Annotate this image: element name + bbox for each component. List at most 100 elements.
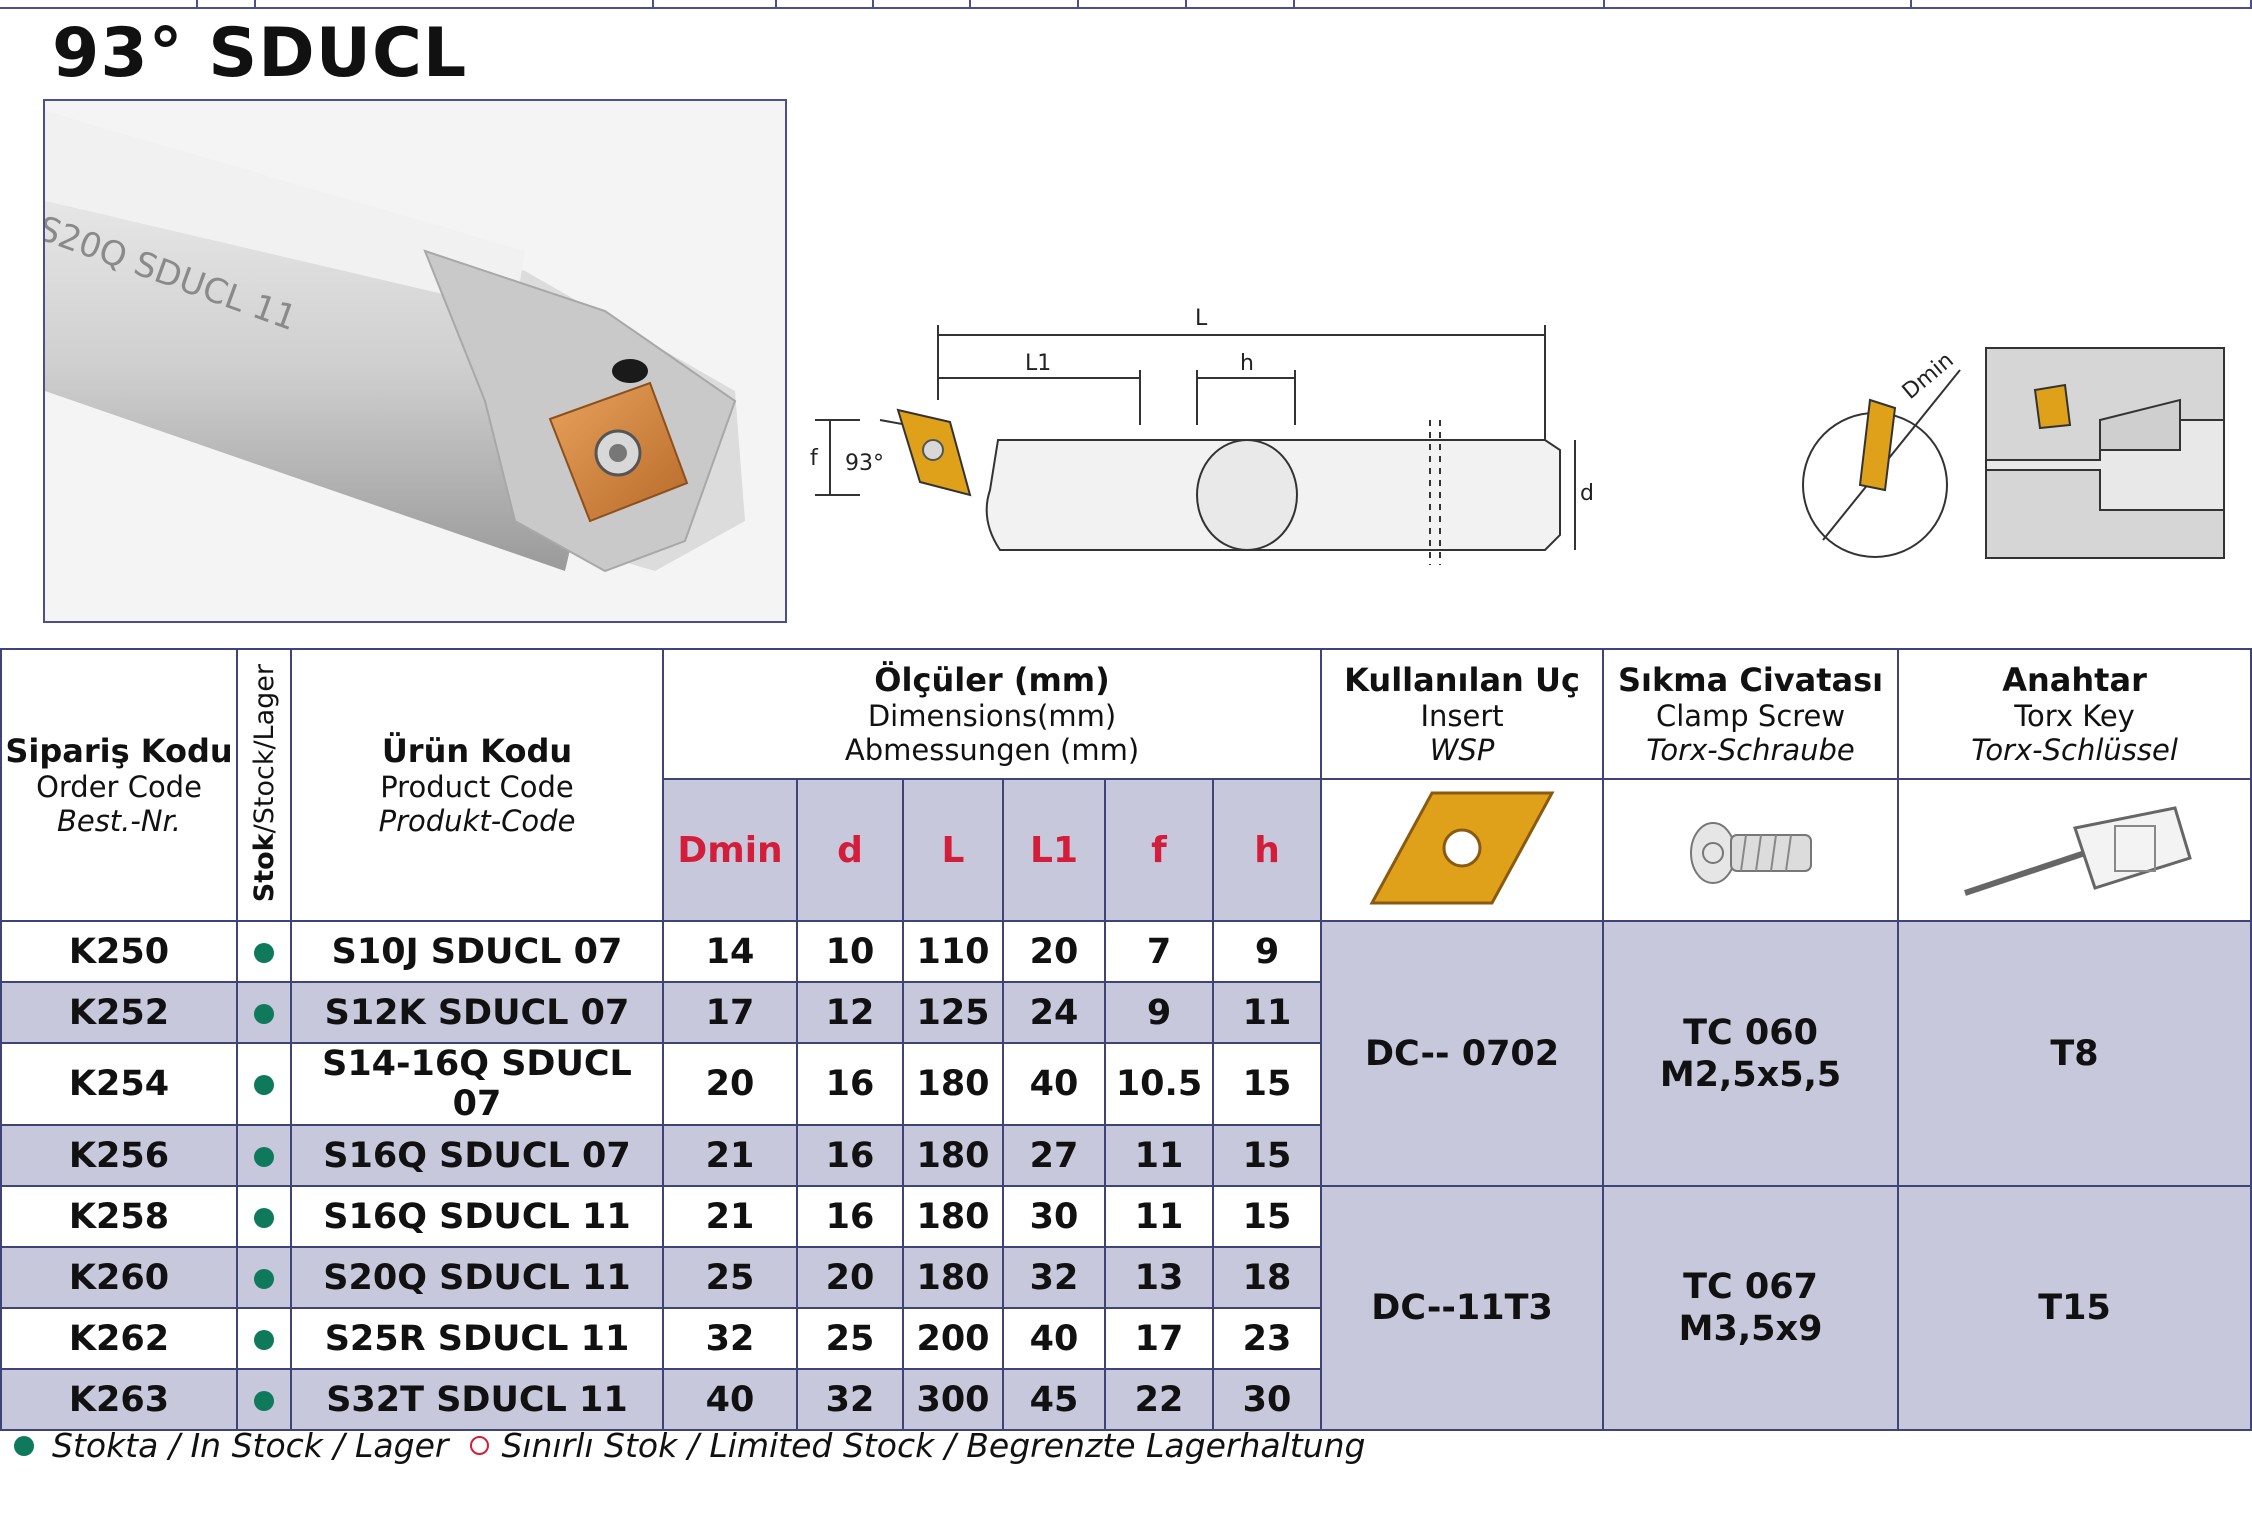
in-stock-icon bbox=[254, 1390, 274, 1411]
spec-table: Sipariş Kodu Order Code Best.-Nr. Stok/S… bbox=[0, 648, 2252, 1431]
dim-l: 110 bbox=[902, 920, 1004, 983]
dim-h: 30 bbox=[1211, 1368, 1323, 1431]
stock-status bbox=[236, 1042, 292, 1126]
dim-header-f: f bbox=[1104, 778, 1214, 922]
dim-l: 200 bbox=[902, 1307, 1004, 1370]
dim-l1: 40 bbox=[1002, 1042, 1106, 1126]
dim-f: 22 bbox=[1104, 1368, 1214, 1431]
table-row: K250 S10J SDUCL 07 14 10 110 20 7 9 DC--… bbox=[0, 920, 2252, 1187]
product-code: S16Q SDUCL 07 bbox=[290, 1124, 664, 1187]
label-d: d bbox=[1580, 481, 1594, 506]
dim-dmin: 21 bbox=[662, 1185, 798, 1248]
top-border-band bbox=[0, 0, 2252, 9]
legend-limited-stock: Sınırlı Stok / Limited Stock / Begrenzte… bbox=[501, 1426, 1366, 1465]
dim-dmin: 17 bbox=[662, 981, 798, 1044]
dim-l1: 30 bbox=[1002, 1185, 1106, 1248]
in-stock-icon bbox=[254, 942, 274, 963]
dim-dmin: 21 bbox=[662, 1124, 798, 1187]
dim-l1: 32 bbox=[1002, 1246, 1106, 1309]
clamp-screw-cell: TC 067 M3,5x9 bbox=[1602, 1185, 1900, 1431]
dim-f: 13 bbox=[1104, 1246, 1214, 1309]
dim-d: 16 bbox=[796, 1042, 904, 1126]
header-product-code: Ürün Kodu Product Code Produkt-Code bbox=[290, 648, 664, 922]
header-order-code: Sipariş Kodu Order Code Best.-Nr. bbox=[0, 648, 238, 922]
stock-status bbox=[236, 1124, 292, 1187]
dim-header-l1: L1 bbox=[1002, 778, 1106, 922]
stock-status bbox=[236, 1307, 292, 1370]
dim-header-d: d bbox=[796, 778, 904, 922]
header-insert: Kullanılan Uç Insert WSP bbox=[1320, 648, 1605, 780]
dim-h: 11 bbox=[1211, 981, 1323, 1044]
dim-l1: 45 bbox=[1002, 1368, 1106, 1431]
dim-h: 15 bbox=[1211, 1042, 1323, 1126]
dim-f: 10.5 bbox=[1104, 1042, 1214, 1126]
torx-key-code: T15 bbox=[1897, 1185, 2252, 1431]
insert-code: DC-- 0702 bbox=[1320, 920, 1605, 1187]
clamp-screw-size: M2,5x5,5 bbox=[1659, 1054, 1842, 1095]
torx-key-image bbox=[1897, 778, 2252, 922]
insert-code: DC--11T3 bbox=[1320, 1185, 1605, 1431]
dim-l: 180 bbox=[902, 1185, 1004, 1248]
dim-d: 25 bbox=[796, 1307, 904, 1370]
dim-dmin: 40 bbox=[662, 1368, 798, 1431]
dim-d: 20 bbox=[796, 1246, 904, 1309]
dim-l: 180 bbox=[902, 1246, 1004, 1309]
product-code: S12K SDUCL 07 bbox=[290, 981, 664, 1044]
product-code: S32T SDUCL 11 bbox=[290, 1368, 664, 1431]
table-row: K260 S20Q SDUCL 11 25 20 180 32 13 18 bbox=[0, 1246, 2251, 1309]
clamp-screw-code: TC 067 bbox=[1683, 1267, 1818, 1307]
dim-h: 15 bbox=[1211, 1185, 1323, 1248]
clamp-screw-size: M3,5x9 bbox=[1678, 1309, 1823, 1349]
in-stock-icon bbox=[254, 1329, 274, 1350]
table-row: K256 S16Q SDUCL 07 21 16 180 27 11 15 bbox=[0, 1124, 2251, 1187]
dim-h: 18 bbox=[1211, 1246, 1323, 1309]
dim-f: 17 bbox=[1104, 1307, 1214, 1370]
dim-f: 11 bbox=[1104, 1124, 1214, 1187]
stock-status bbox=[236, 1185, 292, 1248]
order-code: K263 bbox=[0, 1368, 238, 1431]
dim-f: 9 bbox=[1104, 981, 1214, 1044]
product-code: S25R SDUCL 11 bbox=[290, 1307, 664, 1370]
dim-dmin: 25 bbox=[662, 1246, 798, 1309]
in-stock-icon bbox=[254, 1268, 274, 1289]
dim-f: 11 bbox=[1104, 1185, 1214, 1248]
dim-d: 10 bbox=[796, 920, 904, 983]
dim-header-dmin: Dmin bbox=[662, 778, 798, 922]
dim-header-h: h bbox=[1211, 778, 1323, 922]
stock-status bbox=[236, 1368, 292, 1431]
table-row: K262 S25R SDUCL 11 32 25 200 40 17 23 bbox=[0, 1307, 2251, 1370]
stock-status bbox=[236, 981, 292, 1044]
dim-l: 125 bbox=[902, 981, 1004, 1044]
page-title: 93° SDUCL bbox=[52, 14, 468, 93]
label-dmin: Dmin bbox=[1898, 348, 1959, 405]
stock-legend: Stokta / In Stock / Lager Sınırlı Stok /… bbox=[14, 1426, 1365, 1465]
dim-l1: 27 bbox=[1002, 1124, 1106, 1187]
product-code: S16Q SDUCL 11 bbox=[290, 1185, 664, 1248]
header-torx-key: Anahtar Torx Key Torx-Schlüssel bbox=[1897, 648, 2252, 780]
torx-key-code: T8 bbox=[1897, 920, 2252, 1187]
clamp-screw-image bbox=[1602, 778, 1900, 922]
in-stock-icon bbox=[254, 1146, 274, 1167]
dim-d: 32 bbox=[796, 1368, 904, 1431]
in-stock-icon bbox=[254, 1003, 274, 1024]
label-h: h bbox=[1240, 351, 1254, 376]
dim-dmin: 14 bbox=[662, 920, 798, 983]
dim-dmin: 20 bbox=[662, 1042, 798, 1126]
label-L: L bbox=[1195, 306, 1208, 331]
stock-status bbox=[236, 1246, 292, 1309]
in-stock-icon bbox=[254, 1207, 274, 1228]
dim-f: 7 bbox=[1104, 920, 1214, 983]
dim-d: 12 bbox=[796, 981, 904, 1044]
in-stock-icon bbox=[254, 1075, 274, 1095]
order-code: K256 bbox=[0, 1124, 238, 1187]
order-code: K262 bbox=[0, 1307, 238, 1370]
legend-in-stock: Stokta / In Stock / Lager bbox=[52, 1426, 449, 1465]
header-clamp-screw: Sıkma Civatası Clamp Screw Torx-Schraube bbox=[1602, 648, 1900, 780]
dim-h: 9 bbox=[1211, 920, 1323, 983]
product-code: S20Q SDUCL 11 bbox=[290, 1246, 664, 1309]
dim-l1: 20 bbox=[1002, 920, 1106, 983]
label-angle: 93° bbox=[845, 451, 884, 476]
technical-drawing: L L1 h f 93° d Dmin bbox=[810, 306, 2225, 565]
table-row: K263 S32T SDUCL 11 40 32 300 45 22 30 bbox=[0, 1368, 2251, 1431]
table-row: K258 S16Q SDUCL 11 21 16 180 30 11 15 DC… bbox=[0, 1185, 2252, 1431]
